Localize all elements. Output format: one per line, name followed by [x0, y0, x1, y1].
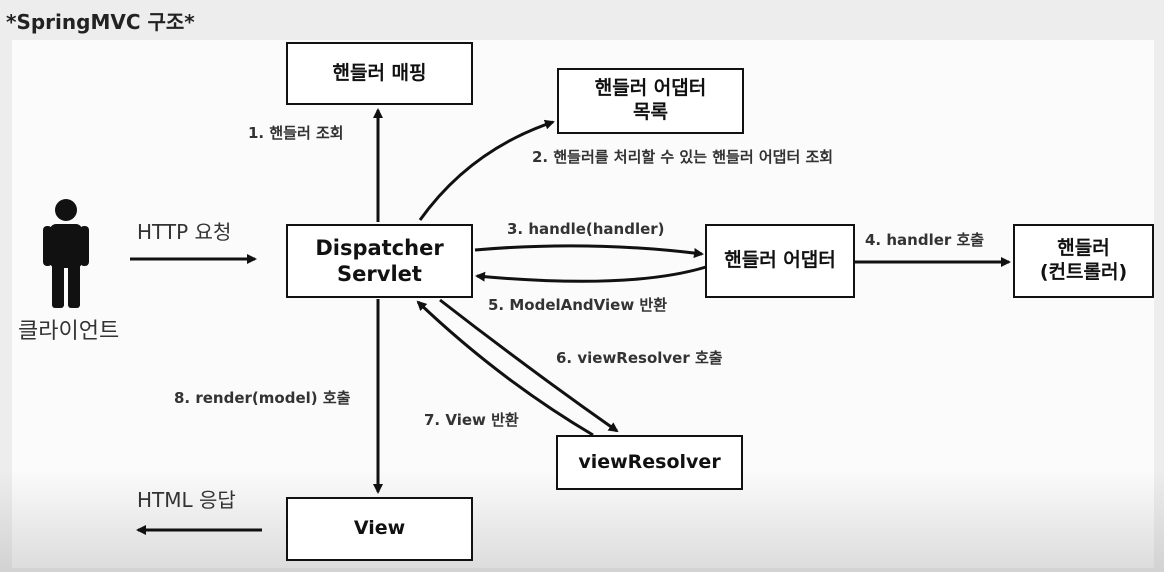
client-person-icon: [43, 199, 89, 308]
handler-controller-label-line1: 핸들러: [1057, 237, 1110, 260]
dispatcher-servlet-box: Dispatcher Servlet: [286, 224, 473, 298]
step4-label: 4. handler 호출: [865, 231, 985, 249]
step5-label: 5. ModelAndView 반환: [488, 296, 668, 314]
client-label: 클라이언트: [18, 319, 120, 344]
step8-label: 8. render(model) 호출: [174, 389, 351, 407]
step5-arrow: [475, 265, 707, 283]
handler-adapter-list-label-line2: 목록: [633, 101, 668, 123]
view-box: View: [286, 497, 473, 561]
view-label: View: [353, 517, 406, 540]
step2-arrow: [418, 119, 555, 221]
view-resolver-label: viewResolver: [578, 450, 721, 473]
dispatcher-servlet-label-line1: Dispatcher: [315, 235, 444, 260]
handler-adapter-label: 핸들러 어댑터: [724, 249, 836, 272]
html-response-label: HTML 응답: [137, 488, 236, 512]
page-title: *SpringMVC 구조*: [6, 10, 195, 34]
step7-label: 7. View 반환: [424, 411, 519, 429]
http-request-label: HTTP 요청: [137, 220, 232, 244]
step1-label: 1. 핸들러 조회: [248, 124, 344, 142]
step3-arrow: [474, 244, 704, 258]
handler-mapping-box: 핸들러 매핑: [286, 42, 473, 105]
step7-arrow: [416, 300, 594, 437]
handler-adapter-list-label-line1: 핸들러 어댑터: [594, 77, 707, 100]
handler-adapter-list-box: 핸들러 어댑터 목록: [557, 68, 744, 134]
step6-label: 6. viewResolver 호출: [556, 349, 723, 367]
step3-label: 3. handle(handler): [507, 220, 665, 238]
step6-arrow: [439, 298, 619, 433]
step2-label: 2. 핸들러를 처리할 수 있는 핸들러 어댑터 조회: [532, 148, 834, 166]
handler-controller-box: 핸들러 (컨트롤러): [1013, 224, 1154, 298]
handler-controller-label-line2: (컨트롤러): [1039, 261, 1128, 283]
handler-mapping-label: 핸들러 매핑: [332, 61, 427, 84]
view-resolver-box: viewResolver: [556, 435, 743, 490]
handler-adapter-box: 핸들러 어댑터: [705, 224, 855, 298]
dispatcher-servlet-label-line2: Servlet: [337, 262, 422, 286]
